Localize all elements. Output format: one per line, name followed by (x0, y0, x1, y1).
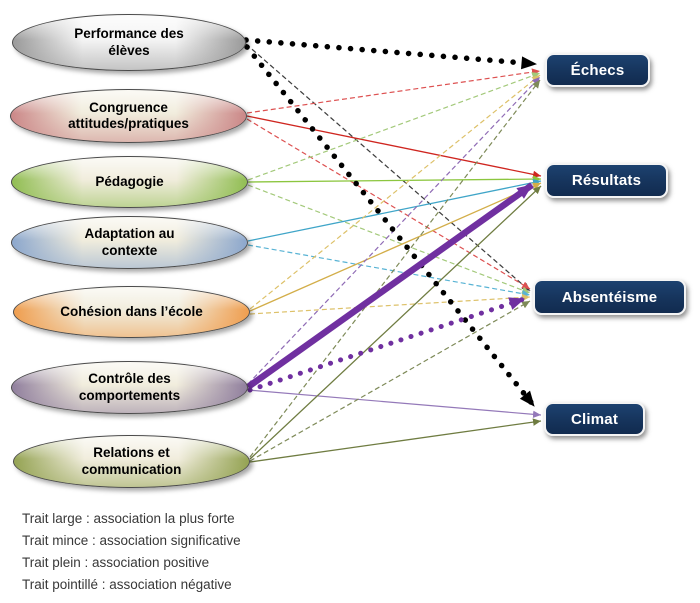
node-ellipse-relations: Relations et communication (13, 435, 250, 488)
legend-line-3: Trait plein : association positive (22, 555, 210, 570)
connection-cohesion-echecs (249, 74, 541, 310)
outcome-box-climat: Climat (544, 402, 645, 436)
connection-relations-echecs (249, 79, 541, 458)
connection-congruence-echecs (246, 68, 541, 114)
legend-line-1: Trait large : association la plus forte (22, 511, 235, 526)
connection-controle-absenteisme (247, 296, 527, 393)
connection-performance-absenteisme (245, 43, 531, 292)
node-ellipse-controle: Contrôle des comportements (11, 361, 248, 414)
node-ellipse-congruence: Congruence attitudes/pratiques (10, 89, 247, 143)
connection-congruence-resultats (246, 115, 542, 179)
legend-line-4: Trait pointillé : association négative (22, 577, 232, 592)
connection-pedagogie-echecs (247, 72, 541, 181)
connection-performance-climat (244, 44, 537, 409)
node-ellipse-pedagogie: Pédagogie (11, 156, 248, 208)
outcome-box-echecs: Échecs (545, 53, 650, 87)
connection-pedagogie-resultats (247, 175, 542, 183)
connection-performance-echecs (243, 37, 539, 70)
connection-cohesion-resultats (249, 182, 542, 312)
legend: Trait large : association la plus forte … (22, 508, 241, 596)
connection-controle-resultats (246, 182, 534, 390)
connection-pedagogie-absenteisme (247, 184, 531, 294)
connection-relations-resultats (249, 185, 542, 460)
legend-line-2: Trait mince : association significative (22, 533, 241, 548)
connection-adaptation-resultats (247, 178, 542, 242)
node-ellipse-performance: Performance des élèves (12, 14, 246, 71)
connection-congruence-absenteisme (246, 118, 531, 290)
outcome-box-resultats: Résultats (545, 163, 668, 198)
outcome-box-absenteisme: Absentéisme (533, 279, 686, 315)
connection-relations-climat (249, 418, 542, 463)
connection-cohesion-absenteisme (249, 293, 531, 315)
connection-controle-climat (247, 389, 542, 419)
node-ellipse-adaptation: Adaptation au contexte (11, 216, 248, 269)
connection-relations-absenteisme (249, 300, 531, 462)
node-ellipse-cohesion: Cohésion dans l’école (13, 286, 250, 338)
